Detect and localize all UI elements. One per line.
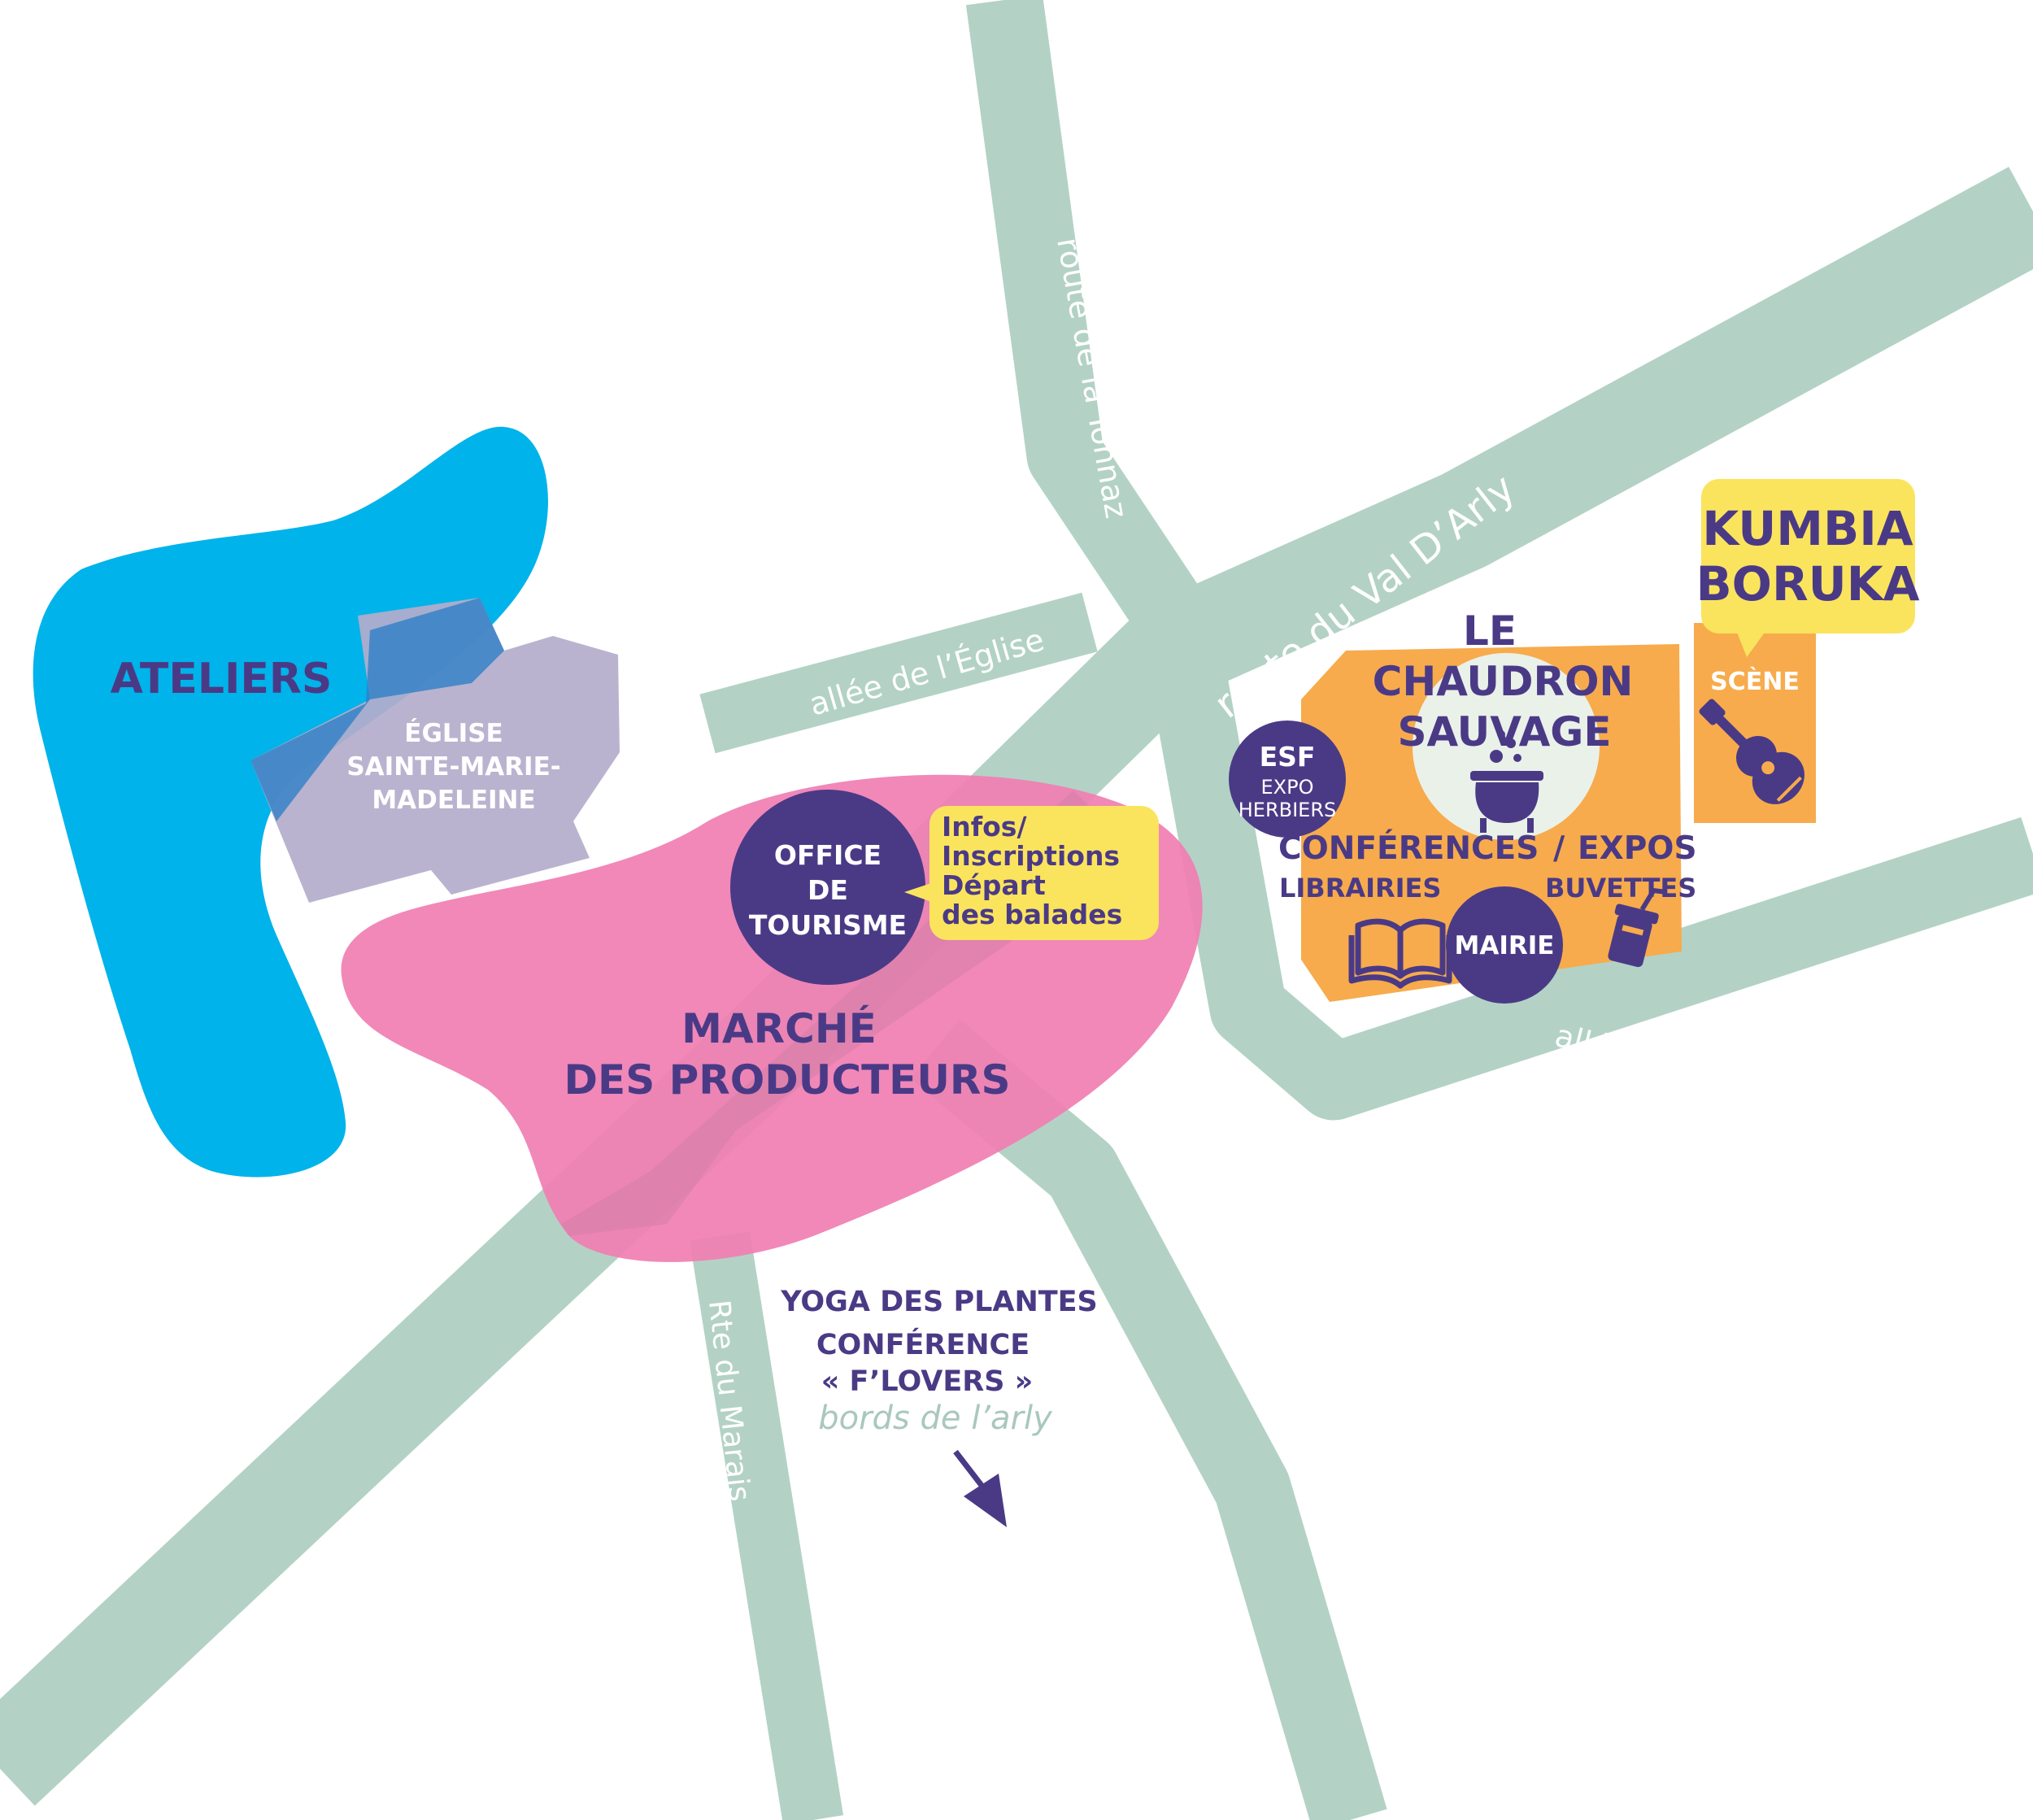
label-eglise: ÉGLISE SAINTE-MARIE- MADELEINE [346,719,560,815]
chaudron-circle [1413,653,1600,840]
label-chaudron-line1: LE [1463,607,1517,655]
mairie-circle [1446,886,1563,1004]
label-eglise-line2: SAINTE-MARIE- [346,752,560,782]
road-val-arly [0,167,2033,1806]
label-riverside: YOGA DES PLANTES CONFÉRENCE « F’LOVERS »… [780,1286,1098,1437]
label-infos: Infos/ Inscriptions Départ des balades [942,811,1122,930]
label-kumbia: KUMBIA BORUKA [1696,501,1919,612]
label-mairie: MAIRIE [1455,931,1555,960]
book-icon [1348,918,1452,989]
label-office: OFFICE DE TOURISME [749,839,907,941]
label-kumbia-line1: KUMBIA [1702,501,1913,556]
road-eglise [699,592,1098,754]
arrow-down-right-icon [953,1449,1007,1527]
drink-cup-icon [1608,887,1667,968]
label-marche: MARCHÉ DES PRODUCTEURS [564,1004,1011,1104]
label-bords: bords de l’arly [818,1400,1053,1437]
label-infos-line4: des balades [942,899,1122,930]
label-infos-line2: Inscriptions [942,840,1120,872]
label-chaudron: LE CHAUDRON SAUVAGE [1373,607,1634,755]
label-office-line1: OFFICE [774,839,882,871]
kumbia-callout [1701,479,1915,657]
label-conference: CONFÉRENCE [816,1327,1030,1361]
label-marche-line2: DES PRODUCTEURS [564,1056,1011,1104]
label-office-line3: TOURISME [749,909,907,941]
label-esf-sub2: HERBIERS [1239,799,1337,821]
label-esf-sub1: EXPO [1261,776,1314,799]
label-eglise-line1: ÉGLISE [404,719,503,748]
road-label-mairie: allée de la Mairie [1552,1017,1817,1116]
label-yoga: YOGA DES PLANTES [780,1286,1098,1318]
zone-overlap [250,598,504,821]
label-esf-title: ESF [1260,741,1316,773]
label-chaudron-line2: CHAUDRON [1373,658,1634,705]
label-esf: ESF EXPO HERBIERS [1239,741,1337,821]
office-circle [730,790,925,985]
label-scene: SCÈNE [1710,667,1800,696]
label-infos-line1: Infos/ [942,811,1027,843]
label-conferences: CONFÉRENCES [1278,829,1539,867]
esf-circle [1229,721,1346,838]
label-office-line2: DE [808,874,848,906]
label-flovers: « F’LOVERS » [821,1365,1033,1398]
label-buvettes: BUVETTES [1545,873,1696,903]
label-ateliers: ATELIERS [111,655,333,703]
guitar-icon [1699,699,1804,804]
label-marche-line1: MARCHÉ [681,1004,877,1052]
infos-callout [904,806,1159,940]
label-kumbia-line2: BORUKA [1696,556,1919,612]
road-tonnaz [965,0,2033,1121]
label-expos: EXPOS [1578,830,1697,867]
label-eglise-line3: MADELEINE [372,786,535,815]
cauldron-icon [1470,730,1543,833]
label-librairies: LIBRAIRIES [1279,873,1441,903]
label-infos-line3: Départ [942,869,1046,901]
label-slash: / [1553,830,1565,867]
label-chaudron-line3: SAUVAGE [1398,708,1612,755]
road-marais [689,1231,844,1820]
zone-eglise [250,598,620,903]
